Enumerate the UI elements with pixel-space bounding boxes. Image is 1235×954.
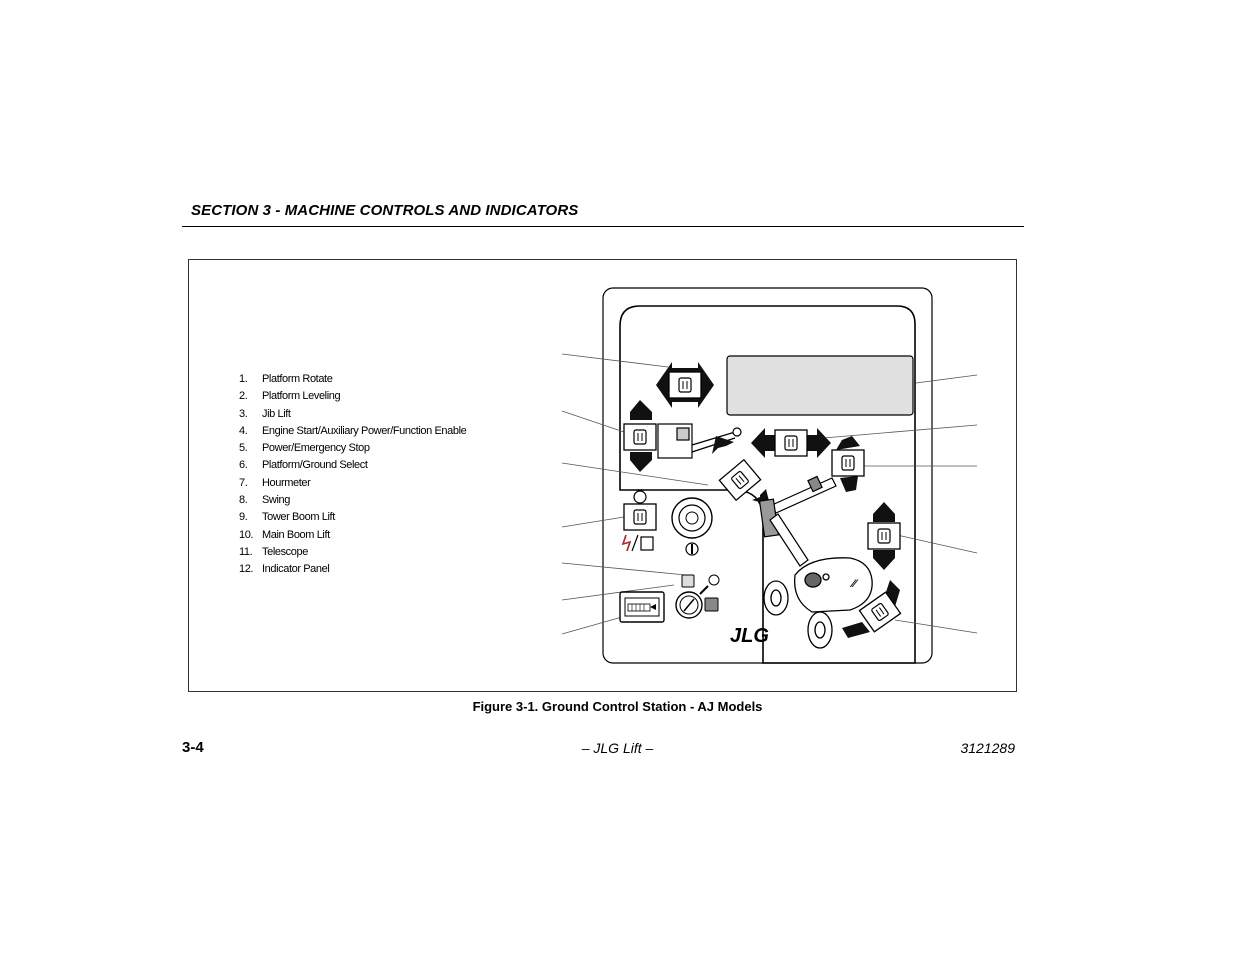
- legend-number: 4.: [239, 424, 248, 437]
- platform-leveling-toggle[interactable]: [623, 400, 657, 472]
- power-icon: [685, 542, 699, 556]
- boom-arm-icon: [758, 475, 837, 567]
- list-item: 7. Hourmeter: [239, 475, 466, 492]
- engine-start-toggle[interactable]: [623, 503, 657, 531]
- legend-label: Platform Leveling: [262, 390, 341, 403]
- legend-number: 10.: [239, 528, 254, 541]
- list-item: 1. Platform Rotate: [239, 371, 466, 388]
- legend-label: Jib Lift: [262, 407, 291, 420]
- legend-label: Indicator Panel: [262, 563, 330, 576]
- list-item: 8. Swing: [239, 492, 466, 509]
- engine-start-icon: [633, 489, 647, 504]
- machine-body-icon: [763, 557, 873, 649]
- list-item: 6. Platform/Ground Select: [239, 457, 466, 474]
- hourmeter: [619, 591, 665, 623]
- list-item: 9. Tower Boom Lift: [239, 509, 466, 526]
- leader-lines: [561, 353, 978, 635]
- list-item: 12. Indicator Panel: [239, 561, 466, 578]
- legend-label: Platform/Ground Select: [262, 459, 368, 472]
- footer-title: – JLG Lift –: [581, 740, 654, 756]
- telescope-toggle[interactable]: [751, 428, 831, 458]
- legend-label: Platform Rotate: [262, 373, 333, 385]
- list-item: 4. Engine Start/Auxiliary Power/Function …: [239, 423, 467, 440]
- legend-label: Swing: [262, 494, 290, 507]
- legend-number: 12.: [239, 563, 254, 576]
- legend-number: 1.: [239, 373, 248, 385]
- legend-number: 9.: [239, 511, 248, 524]
- figure-frame: [188, 259, 1017, 692]
- legend-number: 3.: [239, 407, 248, 420]
- figure-caption: Figure 3-1. Ground Control Station - AJ …: [472, 699, 763, 714]
- legend-number: 11.: [239, 545, 253, 558]
- list-item: 11. Telescope: [239, 544, 466, 561]
- legend-label: Hourmeter: [262, 476, 311, 489]
- main-boom-lift-toggle[interactable]: [831, 436, 865, 492]
- legend-number: 5.: [239, 442, 248, 455]
- list-item: 5. Power/Emergency Stop: [239, 440, 466, 457]
- machine-logo-mark: ⁄⁄: [849, 578, 859, 590]
- tower-boom-lift-toggle[interactable]: [867, 502, 901, 570]
- indicator-panel: [726, 355, 914, 416]
- document-number: 3121289: [960, 740, 1015, 756]
- platform-ground-select-key[interactable]: [675, 591, 703, 619]
- platform-rotate-toggle[interactable]: [656, 362, 714, 408]
- legend-number: 2.: [239, 390, 248, 403]
- legend-label: Tower Boom Lift: [262, 511, 335, 524]
- legend-number: 6.: [239, 459, 248, 472]
- select-indicator-icons: [681, 574, 720, 612]
- legend-number: 7.: [239, 476, 248, 489]
- swing-toggle[interactable]: [842, 580, 902, 638]
- header-rule: [182, 226, 1024, 227]
- jlg-logo: JLG: [730, 625, 769, 647]
- list-item: 2. Platform Leveling: [239, 388, 466, 405]
- legend-number: 8.: [239, 494, 248, 507]
- list-item: 10. Main Boom Lift: [239, 527, 466, 544]
- page-number: 3-4: [182, 739, 204, 756]
- section-title: SECTION 3 - MACHINE CONTROLS AND INDICAT…: [191, 202, 579, 219]
- legend-list: 1. Platform Rotate 2. Platform Leveling 3.…: [239, 371, 467, 579]
- legend-label: Engine Start/Auxiliary Power/Function En…: [262, 424, 467, 437]
- platform-jib-icon: [657, 423, 742, 459]
- legend-label: Main Boom Lift: [262, 528, 330, 541]
- list-item: 3. Jib Lift: [239, 406, 466, 423]
- aux-power-icon: [621, 534, 654, 552]
- emergency-stop-button[interactable]: [671, 497, 713, 539]
- legend-label: Power/Emergency Stop: [262, 442, 370, 455]
- legend-label: Telescope: [262, 545, 308, 558]
